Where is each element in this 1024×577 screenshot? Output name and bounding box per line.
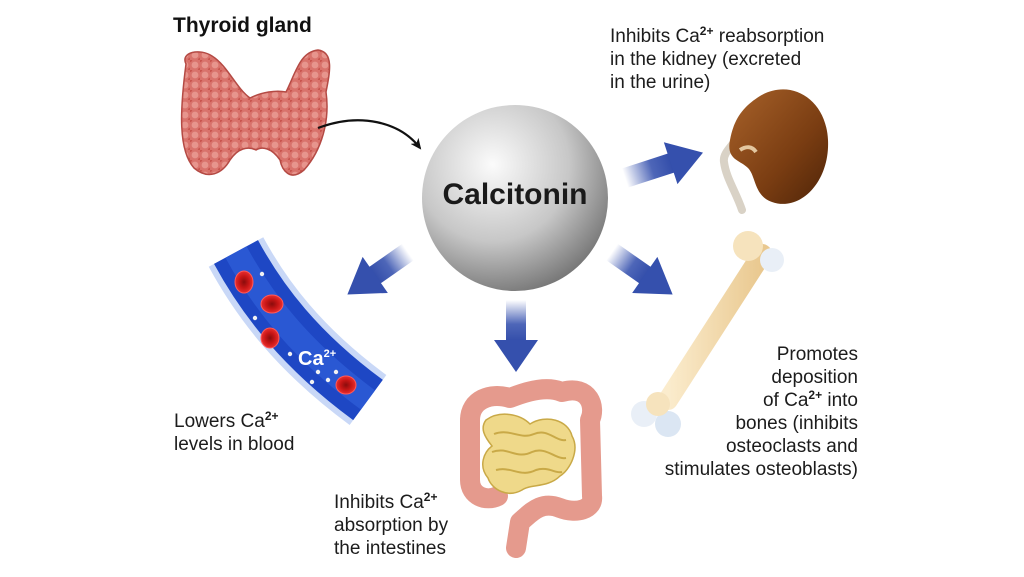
intestines-effect-text: Inhibits Ca2+ absorption by the intestin… (334, 491, 448, 560)
bones-line-6: stimulates osteoblasts) (664, 459, 858, 480)
ca-ion-base: Ca (298, 348, 324, 370)
calcitonin-sphere (422, 105, 608, 291)
bones-line-2: deposition (771, 367, 858, 388)
blood-line-2: levels in blood (174, 434, 295, 455)
bones-line-3: of Ca2+ into (762, 388, 858, 411)
intestines-line-3: the intestines (334, 538, 446, 559)
thyroid-gland-title: Thyroid gland (173, 14, 312, 37)
thyroid-gland-illustration (180, 49, 331, 176)
arrow-to-bones (606, 243, 673, 295)
ca-ion-charge: 2+ (323, 348, 337, 360)
kidney-effect-text: Inhibits Ca2+ reabsorption in the kidney… (610, 25, 824, 94)
calcitonin-label: Calcitonin (442, 178, 588, 211)
kidney-illustration (719, 89, 829, 214)
blood-line-1: Lowers Ca2+ (174, 409, 279, 432)
blood-vessel-illustration (208, 237, 387, 425)
bone-illustration (631, 231, 784, 437)
intestines-line-1: Inhibits Ca2+ (334, 490, 438, 513)
kidney-line-1: Inhibits Ca2+ reabsorption (610, 24, 825, 47)
kidney-line-3: in the urine) (610, 72, 711, 93)
bones-line-1: Promotes (776, 344, 858, 365)
arrow-to-intestines (494, 300, 538, 372)
kidney-line-2: in the kidney (excreted (610, 49, 802, 70)
ca-ion-label: Ca2+ (298, 348, 336, 371)
arrow-to-kidney (621, 142, 703, 188)
bones-line-5: osteoclasts and (725, 436, 858, 457)
bones-line-4: bones (inhibits (735, 413, 858, 434)
intestines-line-2: absorption by (334, 515, 449, 536)
thyroid-to-calcitonin-arrow (317, 119, 422, 150)
arrow-to-blood (347, 243, 414, 295)
blood-effect-text: Lowers Ca2+ levels in blood (174, 410, 294, 456)
intestines-illustration (460, 379, 603, 558)
bones-effect-text: Promotes deposition of Ca2+ into bones (… (665, 343, 858, 481)
